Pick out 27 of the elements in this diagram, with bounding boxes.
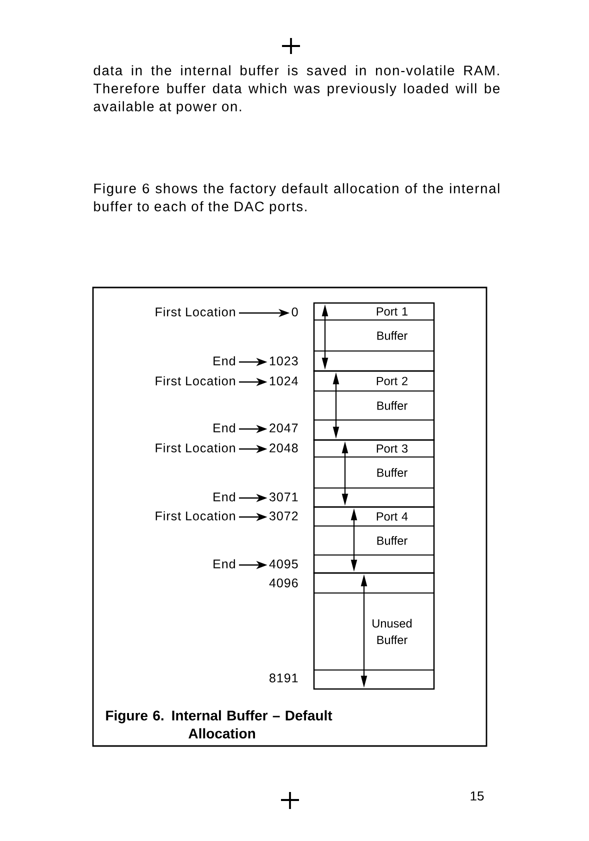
address-number: 0 xyxy=(292,308,298,316)
buffer-block: Port 3 Buffer xyxy=(313,439,435,508)
page-number: 15 xyxy=(470,791,484,801)
address-number: 1023 xyxy=(270,356,298,366)
address-number: 1024 xyxy=(270,376,298,386)
buffer-block: Unused Buffer xyxy=(313,572,435,690)
address-number: 3071 xyxy=(269,492,298,502)
location-label: End xyxy=(214,492,235,502)
buffer-block: Port 2 Buffer xyxy=(313,370,435,441)
address-number: 3072 xyxy=(269,512,298,520)
body-text: data in the internal buffer is saved in non-volatile RAM. Therefore buffer data which was previously loaded will be available at power on. xyxy=(94,65,500,114)
address-number: 8191 xyxy=(270,674,298,682)
location-label: End xyxy=(214,356,235,366)
location-label: End xyxy=(214,559,235,568)
address-number: 4096 xyxy=(269,578,298,588)
location-label: First Location xyxy=(156,511,235,520)
address-number: 2047 xyxy=(270,424,298,432)
address-number: 4095 xyxy=(269,560,298,568)
location-label: End xyxy=(214,423,235,432)
body-text: Figure 6 shows the factory default allocation of the internal buffer to each of the DAC ports. xyxy=(94,183,500,214)
figure-caption: Figure 6. Internal Buffer – Default Allocation xyxy=(106,710,332,738)
location-label: First Location xyxy=(156,376,235,386)
location-label: First Location xyxy=(156,307,235,316)
buffer-block: Port 4 Buffer xyxy=(313,506,435,574)
buffer-block: Port 1 Buffer xyxy=(313,302,435,372)
address-number: 2048 xyxy=(270,444,298,452)
location-label: First Location xyxy=(156,443,235,452)
